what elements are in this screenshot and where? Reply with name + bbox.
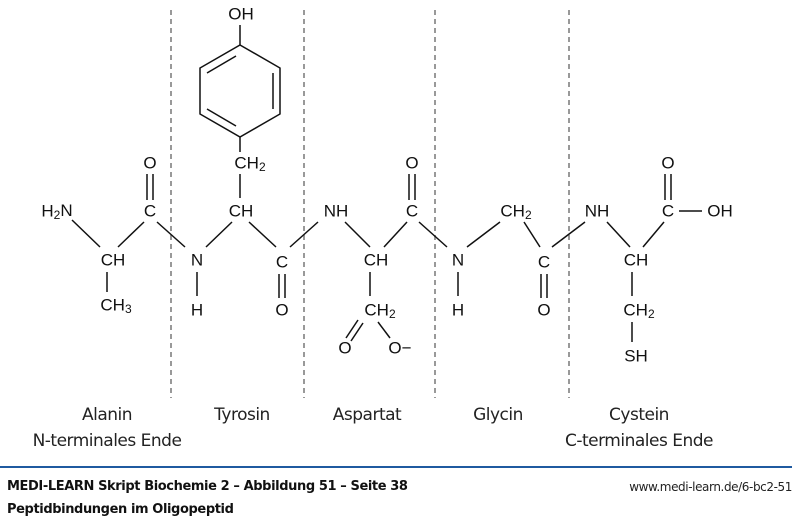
atom-ch2: CH2 — [364, 300, 396, 321]
atom-ch: CH — [364, 250, 389, 269]
atom-o: O — [405, 153, 418, 172]
atom-ch: CH — [624, 250, 649, 269]
atom-o: O — [338, 338, 351, 357]
atom-o: O — [661, 153, 674, 172]
atom-o: O — [275, 300, 288, 319]
atom-nh: NH — [324, 201, 349, 220]
figure-source: MEDI-LEARN Skript Biochemie 2 – Abbildun… — [7, 479, 408, 494]
atom-ch: CH — [101, 250, 126, 269]
source-url[interactable]: www.medi-learn.de/6-bc2-51 — [629, 480, 792, 494]
bonds — [71, 25, 702, 342]
residue-label-glycin: Glycin — [418, 402, 578, 428]
atom-oh: OH — [228, 4, 254, 23]
atom-ch3: CH3 — [100, 295, 132, 316]
residue-subtitle: C-terminales Ende — [564, 431, 714, 451]
atom-ch2: CH2 — [234, 153, 266, 174]
atom-o: O — [143, 153, 156, 172]
atom-n: N — [452, 250, 464, 269]
atom-oh: OH — [707, 201, 733, 220]
atom-h: H — [452, 300, 464, 319]
atom-c: C — [406, 201, 418, 220]
atom-c: C — [662, 201, 674, 220]
atom-c: C — [144, 201, 156, 220]
atom-ch2: CH2 — [500, 201, 532, 222]
footer-divider — [0, 466, 792, 468]
atom-o: O — [537, 300, 550, 319]
residue-label-aspartat: Aspartat — [287, 402, 447, 428]
atom-h2n: H2N — [41, 201, 72, 222]
atom-c: C — [276, 252, 288, 271]
residue-label-cystein: Cystein C-terminales Ende — [559, 402, 719, 454]
figure-title: Peptidbindungen im Oligopeptid — [7, 502, 234, 517]
atom-ch: CH — [229, 201, 254, 220]
atom-sh: SH — [624, 346, 648, 365]
residue-name: Cystein — [609, 405, 669, 425]
atom-ch2: CH2 — [623, 300, 655, 321]
atom-h: H — [191, 300, 203, 319]
atom-o-minus: O− — [388, 338, 411, 357]
residue-name: Aspartat — [332, 405, 402, 425]
atom-c: C — [538, 252, 550, 271]
residue-label-tyrosin: Tyrosin — [162, 402, 322, 428]
atom-n: N — [191, 250, 203, 269]
residue-name: Alanin — [81, 405, 133, 425]
atom-nh: NH — [585, 201, 610, 220]
residue-name: Tyrosin — [214, 405, 270, 425]
residue-subtitle: N-terminales Ende — [32, 431, 182, 451]
residue-name: Glycin — [473, 405, 523, 425]
oligopeptide-structure: H2N O C CH CH3 N H CH CH2 OH C O NH CH C… — [41, 4, 733, 398]
residue-label-alanin: Alanin N-terminales Ende — [27, 402, 187, 454]
